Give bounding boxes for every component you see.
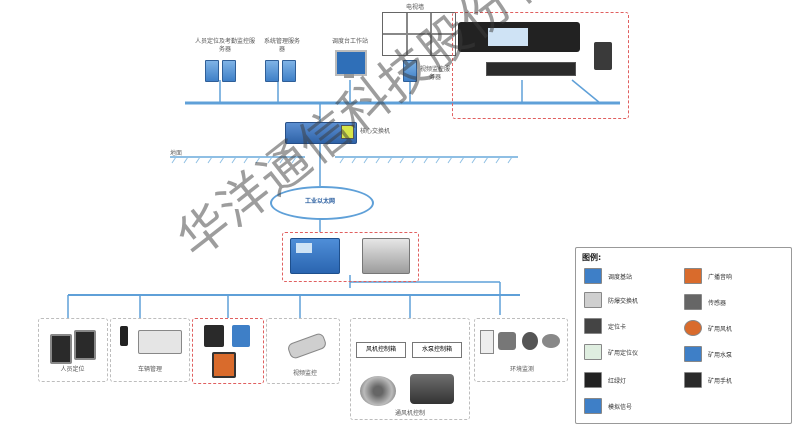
vehicle-icon bbox=[138, 330, 182, 354]
fan-control-panel-2: 水泵控制箱 bbox=[412, 342, 462, 358]
legend-item: 调度基站 bbox=[584, 268, 632, 284]
server-icon bbox=[222, 60, 236, 82]
legend-item: 红绿灯 bbox=[584, 372, 626, 388]
env-sensor-icon bbox=[542, 334, 560, 348]
industrial-ethernet-ring bbox=[270, 186, 374, 220]
tablet-icon bbox=[74, 330, 96, 360]
base-station-legend-icon bbox=[584, 268, 602, 284]
tablet-icon bbox=[50, 334, 72, 364]
sensor-legend-icon bbox=[684, 294, 702, 310]
monitor-icon bbox=[335, 50, 367, 76]
legend-item: 防爆交换机 bbox=[584, 292, 638, 308]
ring-network-label: 工业以太网 bbox=[304, 198, 335, 205]
env-sensor-icon bbox=[522, 332, 538, 350]
base-station-screen bbox=[296, 243, 312, 253]
speaker-icon bbox=[212, 352, 236, 378]
legend-item: 矿用手机 bbox=[684, 372, 732, 388]
fan-caption: 通风机控制 bbox=[394, 410, 425, 417]
console-screen bbox=[488, 28, 528, 46]
fan-legend-icon bbox=[684, 320, 702, 336]
env-label: 环境监测 bbox=[509, 366, 534, 373]
vehicle-label: 车辆管理 bbox=[137, 366, 162, 373]
traffic-light-legend-icon bbox=[584, 372, 602, 388]
server-group-4-label: 视频监控服务器 bbox=[420, 66, 451, 81]
vehicle-branch-box bbox=[110, 318, 190, 382]
core-switch-label: 核心交换机 bbox=[360, 128, 391, 135]
legend-item: 传感器 bbox=[684, 294, 726, 310]
legend-item: 广播音响 bbox=[684, 268, 732, 284]
video-wall bbox=[382, 12, 456, 56]
dispatch-console-box bbox=[452, 12, 629, 119]
video-branch-box bbox=[266, 318, 340, 384]
sensor-icon bbox=[232, 325, 250, 347]
locator-legend-icon bbox=[584, 344, 602, 360]
server-icon bbox=[403, 60, 417, 82]
personnel-label: 人员定位 bbox=[60, 366, 85, 373]
rack-device-icon bbox=[486, 62, 576, 76]
base-station-box bbox=[282, 232, 419, 282]
core-switch-icon bbox=[285, 122, 357, 144]
fan-icon bbox=[360, 376, 396, 406]
pump-legend-icon bbox=[684, 346, 702, 362]
signal-legend-icon bbox=[584, 398, 602, 414]
switch-legend-icon bbox=[584, 292, 602, 308]
legend-panel: 图例: 调度基站 防爆交换机 定位卡 矿用定位仪 红绿灯 模拟信号 广播音响 传… bbox=[575, 247, 792, 424]
sensor-branch-box bbox=[192, 318, 264, 384]
switch-panel bbox=[341, 125, 354, 139]
server-icon bbox=[265, 60, 279, 82]
env-sensor-icon bbox=[480, 330, 494, 354]
personnel-branch-box bbox=[38, 318, 108, 382]
server-group-2-label: 系统管理服务器 bbox=[263, 38, 300, 53]
video-wall-label: 电视墙 bbox=[405, 4, 424, 11]
ground-label: 地面 bbox=[170, 150, 183, 157]
legend-item: 定位卡 bbox=[584, 318, 626, 334]
server-icon bbox=[205, 60, 219, 82]
phone-icon bbox=[594, 42, 612, 70]
card-legend-icon bbox=[584, 318, 602, 334]
server-icon bbox=[282, 60, 296, 82]
sensor-icon bbox=[204, 325, 224, 347]
fan-branch-box bbox=[350, 318, 470, 420]
legend-item: 模拟信号 bbox=[584, 398, 632, 414]
workstation-label: 调度台工作站 bbox=[331, 38, 368, 45]
env-branch-box bbox=[474, 318, 568, 382]
fan-control-panel-1: 风机控制箱 bbox=[356, 342, 406, 358]
legend-item: 矿用定位仪 bbox=[584, 344, 638, 360]
monitor-stand bbox=[344, 74, 354, 78]
legend-item: 矿用风机 bbox=[684, 320, 732, 336]
phone-legend-icon bbox=[684, 372, 702, 388]
pump-icon bbox=[410, 374, 454, 404]
legend-item: 矿用水泵 bbox=[684, 346, 732, 362]
explosion-proof-switch-icon bbox=[362, 238, 410, 274]
env-sensor-icon bbox=[498, 332, 516, 350]
speaker-legend-icon bbox=[684, 268, 702, 284]
video-label: 视频监控 bbox=[292, 370, 317, 377]
server-group-1-label: 人员定位及考勤监控服务器 bbox=[195, 38, 256, 53]
traffic-light-icon bbox=[120, 326, 128, 346]
legend-title: 图例: bbox=[582, 253, 602, 262]
